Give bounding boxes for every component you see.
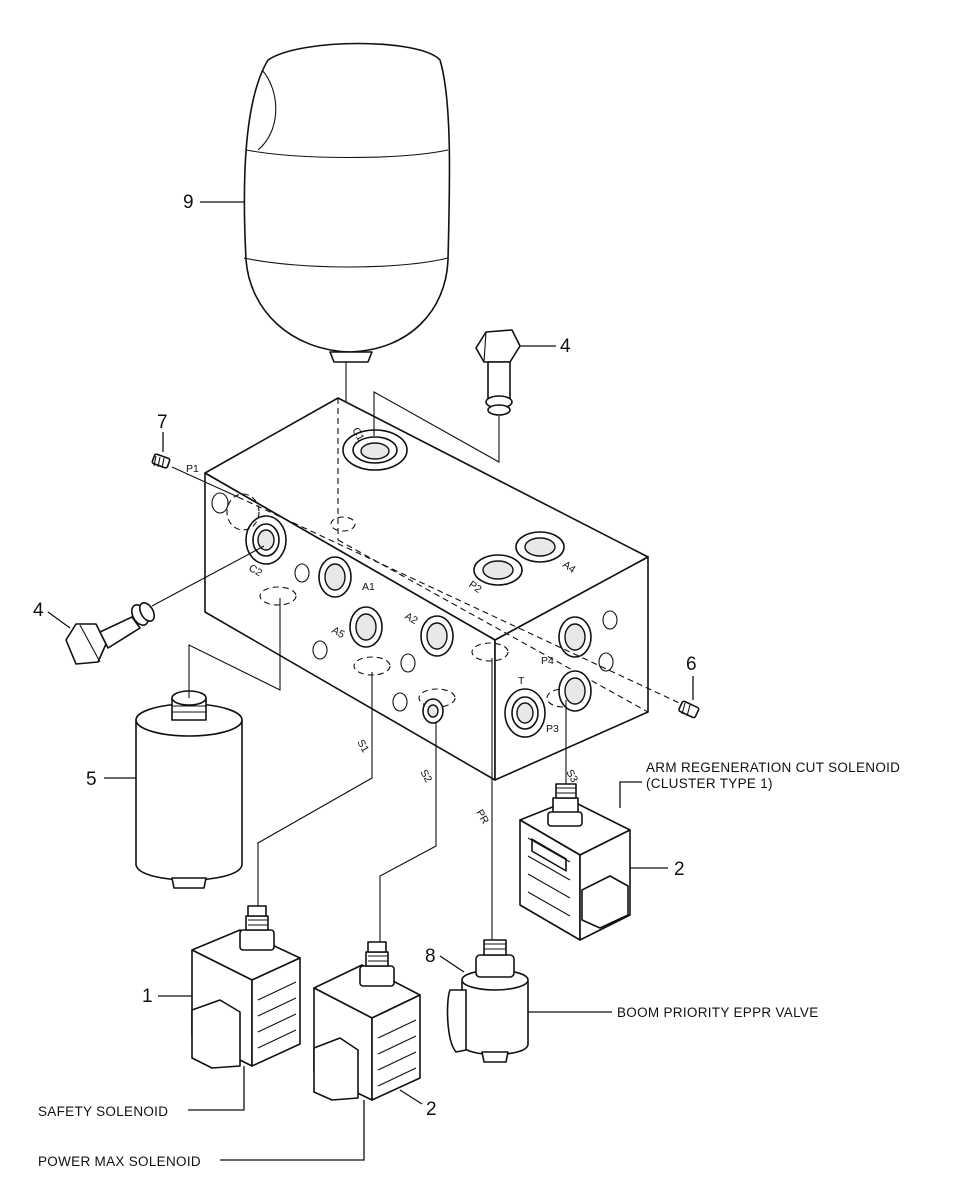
port-t: [504, 688, 546, 738]
port-a2: [420, 615, 454, 657]
port-label-pr: PR: [473, 808, 491, 827]
port-label-a5: A5: [330, 624, 347, 641]
port-5-hidden: [259, 586, 297, 606]
callout-4-top: 4: [560, 336, 571, 357]
port-pr-hidden: [471, 642, 509, 662]
front-face-plug: [312, 640, 328, 660]
callout-8-leader: [439, 955, 465, 973]
callout-9: 9: [183, 192, 194, 213]
port-c1: [342, 429, 408, 471]
callout-8: 8: [425, 946, 436, 967]
accumulator-port-hidden: [330, 516, 356, 532]
port-a4: [515, 531, 565, 563]
label-power-max-solenoid: POWER MAX SOLENOID: [38, 1154, 201, 1169]
solenoid-safety: [191, 905, 301, 1069]
port-p4: [558, 616, 592, 658]
port-label-s1: S1: [354, 738, 371, 755]
front-face-plug: [211, 492, 229, 514]
label-safety-solenoid: SAFETY SOLENOID: [38, 1104, 168, 1119]
relief-plug-left: [65, 602, 156, 665]
power-max-label-leader: [220, 1100, 365, 1161]
port-label-s2: S2: [417, 768, 434, 785]
boom-priority-eppr-valve: [446, 939, 529, 1063]
port-label-t: T: [518, 675, 525, 687]
solenoid-arm-regeneration: [519, 783, 631, 941]
hidden-port: [226, 493, 260, 531]
callout-1: 1: [142, 986, 153, 1007]
port-label-a1: A1: [362, 581, 375, 593]
relief-plug-top: [475, 329, 521, 416]
label-arm-regeneration-line1: ARM REGENERATION CUT SOLENOID: [646, 760, 900, 775]
port-p3: [558, 670, 592, 712]
callout-2-right: 2: [674, 859, 685, 880]
callout-7: 7: [157, 412, 168, 433]
port-p2: [473, 554, 523, 586]
front-face-plug: [392, 692, 408, 712]
plug-7-connection: [171, 466, 239, 498]
solenoid-s1-connection: [257, 672, 373, 906]
arm-regen-label-leader: [619, 781, 642, 808]
safety-label-leader: [188, 1066, 245, 1111]
p1-p4-hidden-passage: [237, 496, 691, 709]
callout-2-bottom-leader: [399, 1089, 423, 1105]
solenoid-s2-connection: [379, 722, 437, 942]
port-label-p4: P4: [541, 655, 554, 667]
callout-6: 6: [686, 654, 697, 675]
port-label-p1: P1: [186, 463, 199, 475]
solenoid-power-max: [313, 941, 421, 1101]
cartridge-5: [135, 690, 243, 889]
front-face-plug: [294, 563, 310, 583]
callout-2-bottom: 2: [426, 1099, 437, 1120]
port-label-c2: C2: [247, 562, 265, 579]
front-face-plug: [400, 653, 416, 673]
plug-4-top-connection: [373, 391, 500, 463]
port-label-p3: P3: [546, 723, 559, 735]
small-plug-7: [151, 453, 171, 469]
label-arm-regeneration-line2: (CLUSTER TYPE 1): [646, 776, 773, 791]
hidden-edge: [337, 539, 649, 713]
callout-5: 5: [86, 769, 97, 790]
callout-4-left-leader: [47, 611, 71, 629]
label-boom-priority-eppr: BOOM PRIORITY EPPR VALVE: [617, 1005, 819, 1020]
port-label-a2: A2: [403, 610, 420, 627]
callout-4-left: 4: [33, 600, 44, 621]
port-a5: [349, 606, 383, 648]
port-a1: [318, 556, 352, 598]
accumulator: [243, 42, 451, 363]
right-face-plug: [602, 610, 618, 630]
cartridge-5-connection: [188, 598, 281, 698]
plug-4-left-connection: [151, 545, 265, 607]
port-c2: [245, 515, 287, 565]
small-plug-6: [678, 700, 700, 719]
port-s2-fitting: [422, 698, 444, 724]
valve-block: [204, 397, 649, 781]
port-label-c1: C1: [349, 426, 366, 444]
right-face-plug: [598, 652, 614, 672]
port-label-s3: S3: [563, 768, 580, 785]
